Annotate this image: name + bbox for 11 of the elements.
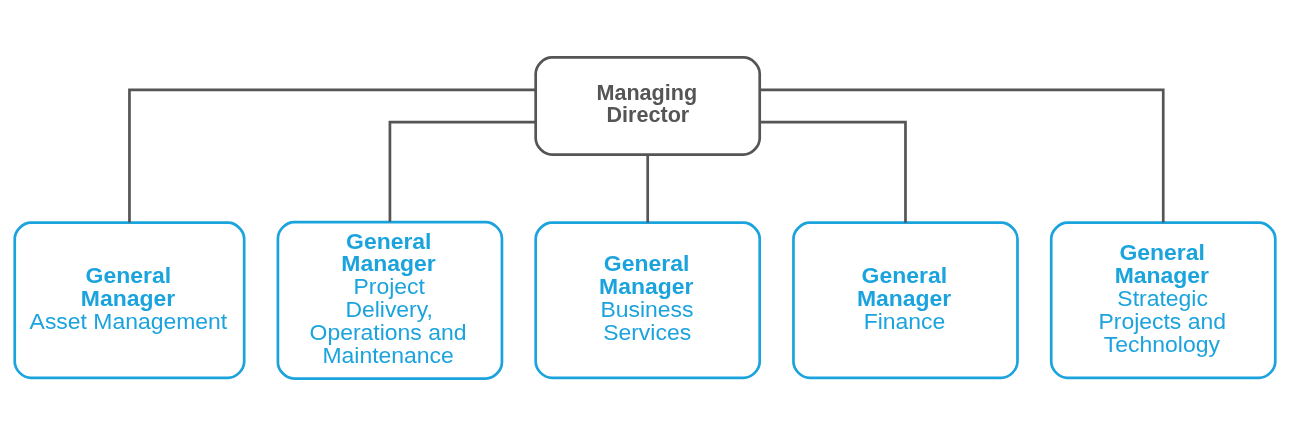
node-box: General Manager Strategic Projects and Technology: [1049, 221, 1277, 380]
node-box: General Manager Finance: [792, 221, 1019, 380]
connector: [646, 155, 650, 223]
connector: [388, 120, 536, 222]
connector: [128, 88, 536, 223]
connector: [760, 120, 907, 223]
connector: [760, 88, 1165, 223]
node-box: General Manager Asset Management: [13, 221, 246, 380]
node-box: General Manager Business Services: [534, 221, 762, 380]
node-box: Managing Director: [534, 56, 762, 156]
node-box: General Manager Project Delivery, Operations and Maintenance: [276, 220, 504, 380]
